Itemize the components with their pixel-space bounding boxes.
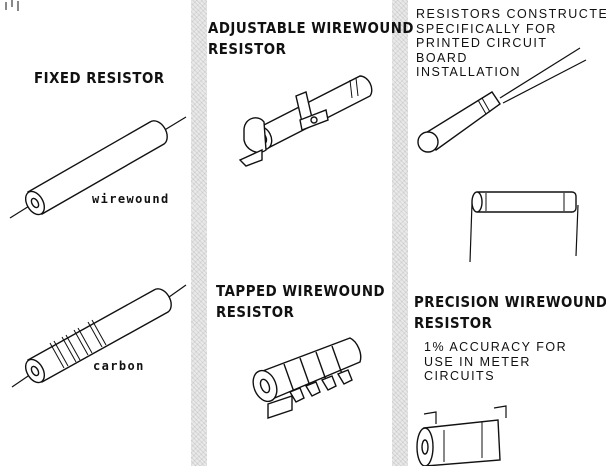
column-divider-right xyxy=(392,0,408,466)
tapped-wirewound-resistor-illustration xyxy=(252,337,362,419)
precision-accuracy-caption: 1% ACCURACY FOR USE IN METER CIRCUITS xyxy=(424,340,568,383)
pcb-axial-resistor-illustration xyxy=(417,47,587,153)
fixed-wirewound-resistor-illustration xyxy=(9,116,187,219)
column-divider-left xyxy=(191,0,207,466)
wirewound-label: wirewound xyxy=(92,192,170,206)
print-marks xyxy=(5,0,19,11)
pcb-resistors-caption: RESISTORS CONSTRUCTED SPECIFICALLY FOR P… xyxy=(416,7,606,79)
adjustable-wirewound-title: ADJUSTABLE WIREWOUND RESISTOR xyxy=(208,19,414,58)
pcb-bent-lead-resistor-illustration xyxy=(469,191,579,263)
fixed-resistor-title: FIXED RESISTOR xyxy=(34,69,165,87)
precision-wirewound-resistor-illustration xyxy=(416,405,507,466)
carbon-label: carbon xyxy=(93,359,145,373)
tapped-wirewound-title: TAPPED WIREWOUND RESISTOR xyxy=(216,282,386,321)
precision-wirewound-title: PRECISION WIREWOUND RESISTOR xyxy=(414,293,606,332)
adjustable-wirewound-resistor-illustration xyxy=(238,75,373,167)
fixed-carbon-resistor-illustration xyxy=(11,284,187,388)
